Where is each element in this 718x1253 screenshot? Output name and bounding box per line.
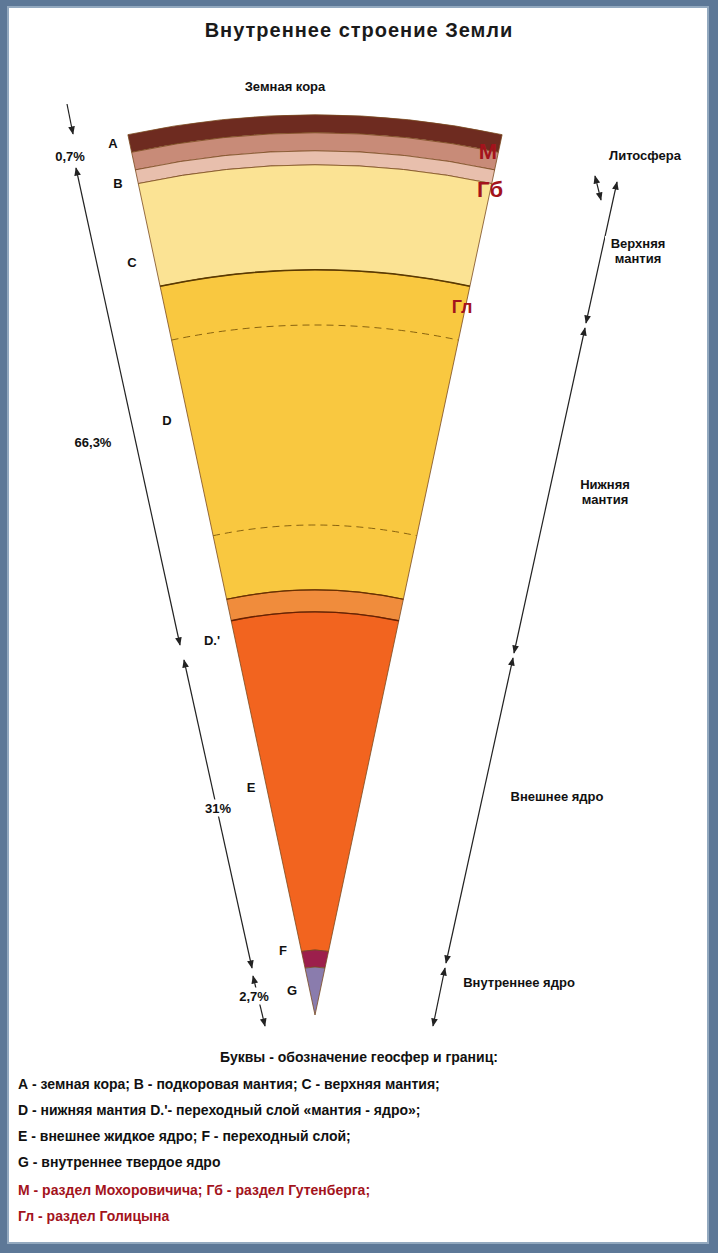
percent-label: 31% — [203, 800, 233, 817]
title-text: Внутреннее строение Земли — [205, 19, 514, 42]
legend-line: G - внутреннее твердое ядро — [18, 1154, 220, 1170]
layer-letter: C — [127, 255, 136, 270]
boundary-letter: Гл — [452, 297, 473, 318]
layer-letter: D — [162, 413, 171, 428]
legend-line: D - нижняя мантия D.'- переходный слой «… — [18, 1102, 420, 1118]
boundary-letter: М — [479, 139, 497, 165]
geosphere-band — [138, 165, 491, 286]
boundary-line — [227, 590, 404, 599]
geosphere-band — [305, 967, 325, 1015]
boundary-line — [160, 270, 470, 286]
percent-label: 0,7% — [53, 148, 87, 165]
geosphere-band — [231, 612, 399, 951]
layer-letter: D.' — [204, 633, 220, 648]
dashed-boundary — [213, 525, 417, 536]
geosphere-band — [160, 270, 470, 599]
geosphere-band — [301, 950, 328, 968]
legend-line: Гл - раздел Голицына — [18, 1208, 169, 1224]
layer-name: Литосфера — [607, 148, 683, 165]
layer-letter: B — [113, 176, 122, 191]
boundary-line — [231, 612, 399, 621]
layer-name: Верхняя мантия — [605, 236, 671, 268]
layer-letter: F — [279, 943, 287, 958]
layer-name: Нижняя мантия — [569, 477, 641, 509]
legend-line: Е - внешнее жидкое ядро; F - переходный … — [18, 1128, 351, 1144]
layer-name: Внутреннее ядро — [461, 975, 577, 992]
legend-heading: Буквы - обозначение геосфер и границ: — [220, 1049, 498, 1065]
legend-line: А - земная кора; В - подкоровая мантия; … — [18, 1076, 440, 1092]
layer-name: Земная кора — [245, 79, 326, 94]
layer-letter: G — [287, 983, 297, 998]
layer-letter: A — [108, 136, 117, 151]
legend-line: М - раздел Мохоровичича; Гб - раздел Гут… — [18, 1182, 370, 1198]
boundary-letter: Гб — [477, 177, 503, 203]
percent-label: 66,3% — [73, 434, 114, 451]
layer-name: Внешнее ядро — [509, 789, 606, 806]
layer-letter: E — [247, 780, 256, 795]
percent-label: 2,7% — [237, 988, 271, 1005]
dashed-boundary — [172, 325, 459, 340]
